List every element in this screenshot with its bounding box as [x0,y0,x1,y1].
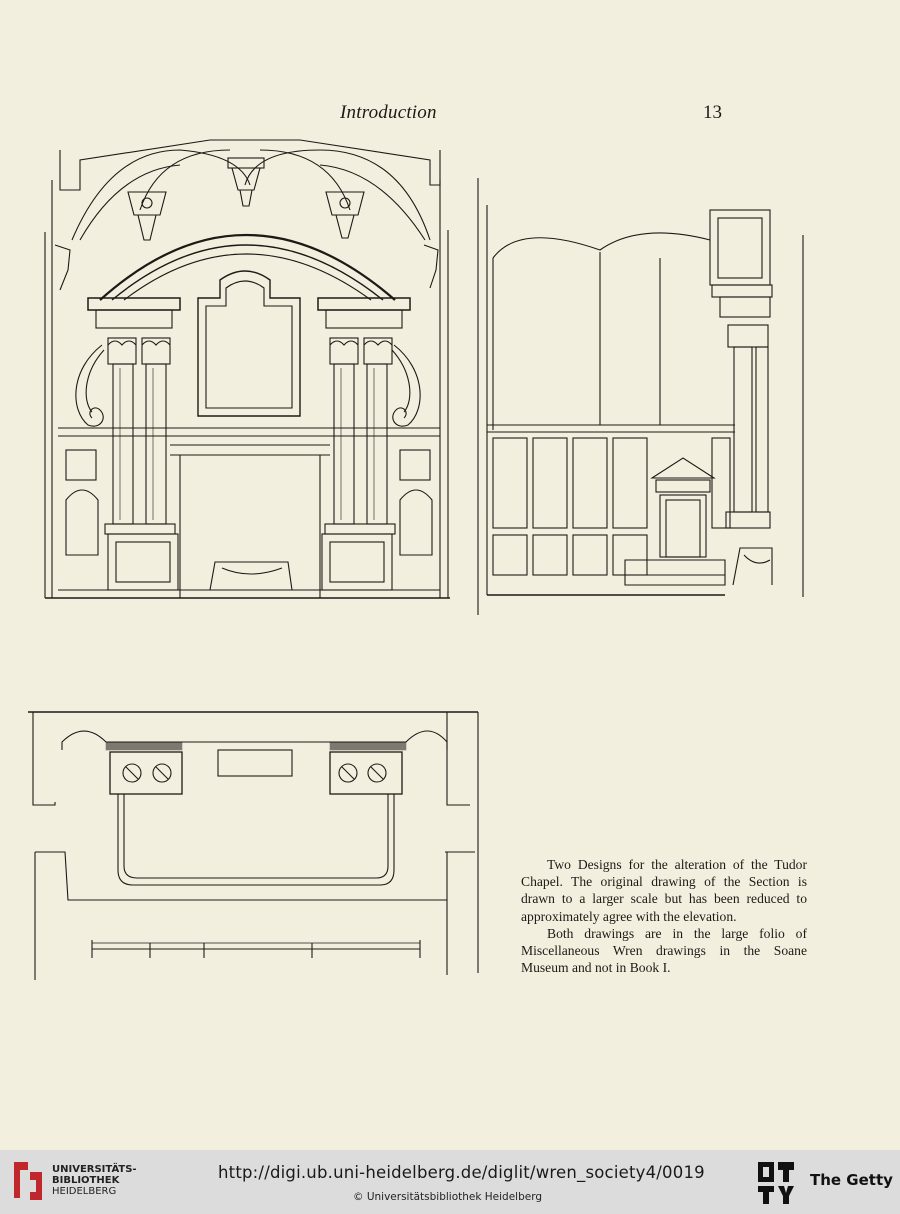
library-name: UNIVERSITÄTS- BIBLIOTHEK HEIDELBERG [52,1164,137,1197]
library-name-line3: HEIDELBERG [52,1186,117,1197]
page-number: 13 [703,102,722,123]
chapel-plan-drawing [28,711,479,980]
caption-paragraph-2: Both drawings are in the large folio of … [521,925,807,976]
running-head: Introduction 13 [0,102,900,128]
permalink-url[interactable]: http://digi.ub.uni-heidelberg.de/diglit/… [218,1163,705,1182]
heidelberg-library-logo-icon [14,1162,42,1200]
viewer-footer: UNIVERSITÄTS- BIBLIOTHEK HEIDELBERG http… [0,1150,900,1214]
architectural-drawings [28,139,804,980]
figure-caption: Two Designs for the alteration of the Tu… [521,856,807,976]
copyright-notice: © Universitätsbibliothek Heidelberg [353,1191,543,1203]
chapel-elevation-drawing [44,139,450,599]
caption-paragraph-1: Two Designs for the alteration of the Tu… [521,857,807,924]
running-title: Introduction [340,102,437,123]
getty-logo-icon [758,1162,794,1204]
library-name-line2: BIBLIOTHEK [52,1175,120,1186]
getty-name: The Getty [810,1171,893,1189]
library-name-line1: UNIVERSITÄTS- [52,1164,137,1175]
book-page: Introduction 13 [0,102,900,980]
chapel-section-drawing [477,178,804,615]
